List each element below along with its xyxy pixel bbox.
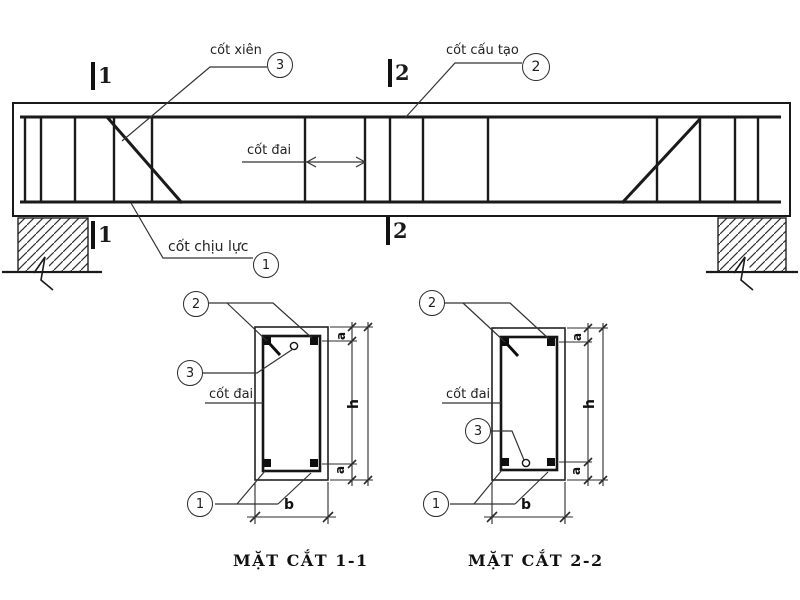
section-leaders <box>203 302 313 505</box>
stirrup-hook <box>267 341 282 357</box>
s2-dim-h: h <box>581 399 598 409</box>
callout-balloon-3: 3 <box>267 52 293 78</box>
section-mark-1-top: 1 <box>91 62 113 90</box>
stirrups <box>23 117 760 202</box>
dimensions <box>484 323 608 524</box>
callout-number: 3 <box>473 423 483 439</box>
s1-dim-a-top: a <box>334 331 349 341</box>
section-leaders <box>442 302 550 505</box>
section-2-2 <box>442 302 608 524</box>
callout-number: 3 <box>185 365 195 381</box>
s1-dim-h: h <box>345 399 362 409</box>
callout-number: 1 <box>261 257 271 273</box>
s1-dim-b: b <box>284 497 295 513</box>
callout-number: 3 <box>275 57 285 73</box>
callout-number: 2 <box>531 59 541 75</box>
inclined-bar-dot <box>521 458 531 468</box>
inclined-bar-left <box>105 116 184 204</box>
section-1-1 <box>203 302 373 524</box>
s1-caption: MẶT CẮT 1-1 <box>233 551 369 570</box>
s2-dim-b: b <box>521 497 532 513</box>
section-number: 1 <box>98 222 113 247</box>
s2-callout-3: 3 <box>465 418 491 444</box>
s2-caption: MẶT CẮT 2-2 <box>468 551 604 570</box>
section-mark-2-bottom: 2 <box>386 217 408 245</box>
corner-bars <box>263 337 318 467</box>
section-mark-1-bottom: 1 <box>91 221 113 249</box>
s1-callout-1: 1 <box>187 491 213 517</box>
beam-elevation <box>12 102 791 217</box>
section-number: 2 <box>393 218 408 243</box>
s1-label-cot-dai: cốt đai <box>209 387 254 402</box>
s1-callout-2: 2 <box>183 291 209 317</box>
label-cot-chiu-luc: cốt chịu lực <box>168 239 249 255</box>
concrete-outline <box>491 327 566 481</box>
s2-callout-2: 2 <box>419 290 445 316</box>
callout-number: 2 <box>191 296 201 312</box>
section-cut-bar <box>91 221 95 249</box>
s1-callout-3: 3 <box>177 360 203 386</box>
callout-number: 1 <box>195 496 205 512</box>
s2-dim-a-top: a <box>570 332 585 342</box>
section-number: 2 <box>395 60 410 85</box>
section-mark-2-top: 2 <box>388 59 410 87</box>
stirrup-outline <box>261 334 322 473</box>
s2-callout-1: 1 <box>423 491 449 517</box>
dimensions <box>247 322 373 524</box>
s2-dim-a-bot: a <box>569 466 584 476</box>
elevation-leaders <box>121 62 522 259</box>
callout-balloon-2: 2 <box>522 53 550 81</box>
support-right <box>706 217 798 291</box>
stirrup-outline <box>499 335 559 472</box>
stirrup-hook <box>505 342 520 358</box>
callout-number: 2 <box>427 295 437 311</box>
section-cut-bar <box>388 59 392 87</box>
s2-label-cot-dai: cốt đai <box>446 387 491 402</box>
support-left <box>2 217 102 291</box>
section-cut-bar <box>91 62 95 90</box>
callout-number: 1 <box>431 496 441 512</box>
label-cot-xien: cốt xiên <box>210 43 262 58</box>
section-cut-bar <box>386 217 390 245</box>
inclined-bar-dot <box>289 341 299 351</box>
s1-dim-a-bot: a <box>333 465 348 475</box>
supports <box>2 217 798 291</box>
callout-balloon-1: 1 <box>253 252 279 278</box>
label-cot-cau-tao: cốt cấu tạo <box>446 43 519 58</box>
section-number: 1 <box>98 63 113 88</box>
label-cot-dai-beam: cốt đai <box>247 143 292 158</box>
inclined-bar-right <box>620 117 702 205</box>
corner-bars <box>501 338 555 466</box>
